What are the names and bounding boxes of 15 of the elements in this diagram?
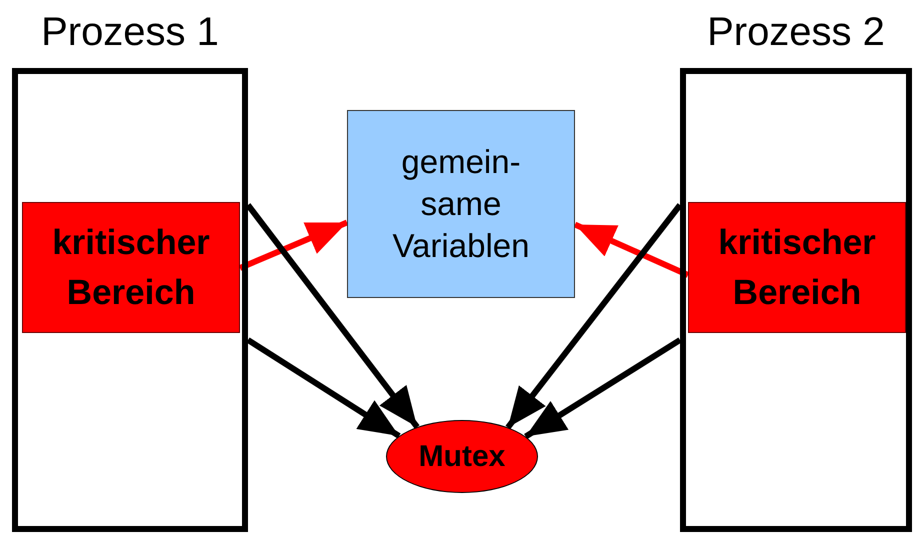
critical-section-label: kritischer Bereich	[717, 222, 877, 314]
process-title: Prozess 2	[706, 9, 886, 56]
critical-section-label: kritischer Bereich	[51, 222, 211, 314]
arrow	[574, 222, 690, 278]
shared-variables-label: gemein- same Variablen	[392, 142, 530, 266]
arrow	[506, 203, 682, 430]
arrow	[246, 337, 401, 439]
process-title: Prozess 1	[40, 9, 220, 56]
shared-variables-box	[347, 110, 575, 298]
critical-section-box	[22, 202, 240, 333]
arrow	[524, 337, 682, 440]
mutex-label: Mutex	[418, 438, 506, 474]
arrow	[246, 203, 420, 429]
critical-section-box	[688, 202, 906, 333]
arrow	[238, 220, 348, 271]
